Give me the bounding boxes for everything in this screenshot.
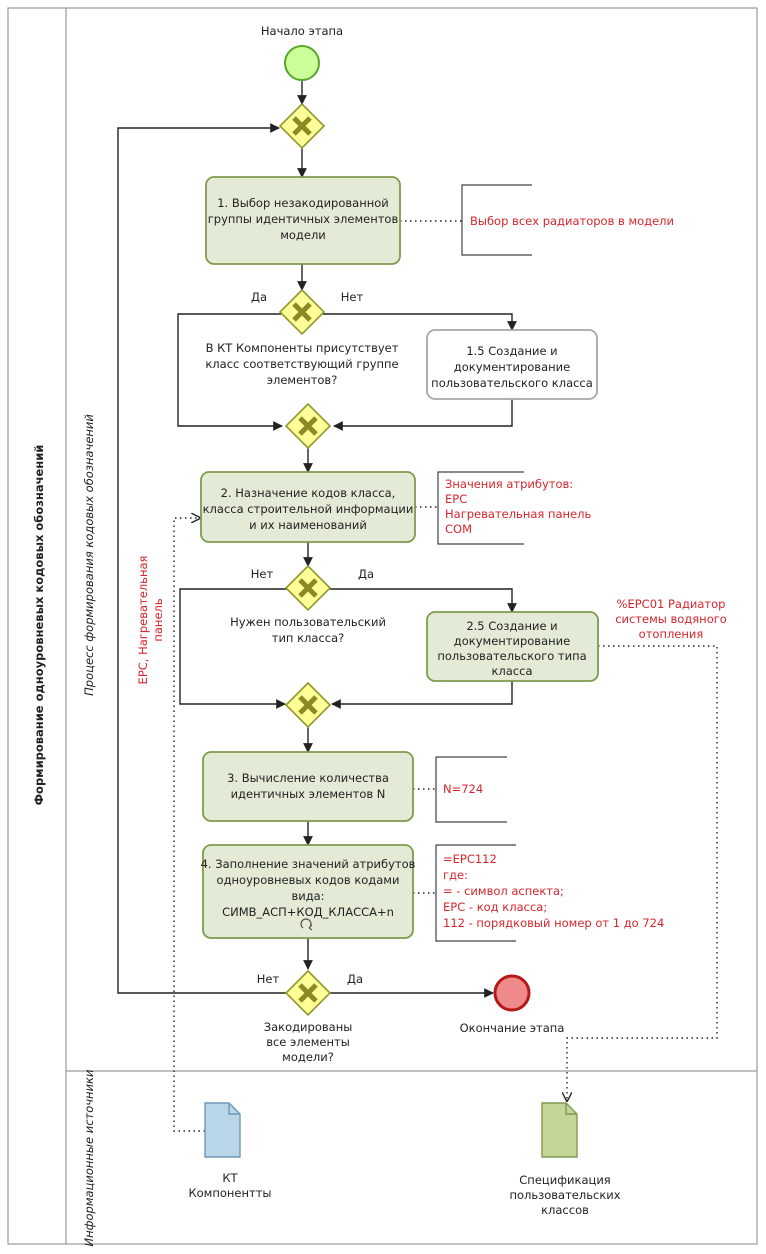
lane-process-label: Процесс формирования кодовых обозначений: [82, 414, 96, 696]
gateway-all-coded[interactable]: [284, 969, 332, 1017]
t25-line-3: класса: [491, 664, 532, 678]
g6q-line-1: все элементы: [266, 1035, 350, 1049]
a4-line-2: = - символ аспекта;: [443, 884, 564, 898]
t4-line-1: одноуровневых кодов кодами: [217, 873, 400, 887]
t2-line-2: и их наименований: [249, 518, 367, 532]
spec-line-0: Спецификация: [519, 1173, 610, 1187]
task-create-user-class[interactable]: 1.5 Создание и документирование пользовате…: [426, 329, 598, 400]
annotation-n-value: N=724: [443, 782, 483, 796]
annotation-bracket-2: [437, 471, 524, 545]
task-select-group[interactable]: 1. Выбор незакодированной группы идентичн…: [205, 176, 401, 265]
gateway-all-coded-yes: Да: [347, 972, 363, 986]
a2-line-2: Нагревательная панель: [445, 507, 591, 521]
sequence-flows: [117, 80, 517, 998]
pool-title: Формирование одноуровневых кодовых обозн…: [32, 445, 46, 806]
typeLbl-line-0: %EPC01 Радиатор: [617, 597, 726, 611]
t15-line-2: пользовательского класса: [431, 376, 593, 390]
gateway-need-type-question: Нужен пользовательский тип класса?: [230, 615, 386, 645]
a4-line-3: EPC - код класса;: [443, 900, 547, 914]
start-event[interactable]: [284, 45, 320, 81]
t4-line-0: 4. Заполнение значений атрибутов: [201, 857, 416, 871]
a2-line-1: EPC: [445, 492, 467, 506]
gateway-class-exists-no: Нет: [341, 290, 364, 304]
a2-line-0: Значения атрибутов:: [445, 477, 573, 491]
task-count-elements[interactable]: 3. Вычисление количества идентичных элеме…: [202, 751, 414, 822]
gateway-all-coded-no: Нет: [257, 972, 280, 986]
a1-line-0: Выбор всех радиаторов в модели: [470, 214, 674, 228]
sideLbl-line-0: EPC, Нагревательная: [136, 556, 150, 685]
start-event-label: Начало этапа: [261, 24, 343, 38]
kt-line-1: Компонентты: [188, 1186, 271, 1200]
spec-line-2: классов: [541, 1203, 589, 1217]
gateway-class-exists-question: В КТ Компоненты присутствует класс соотве…: [205, 341, 398, 387]
gateway-class-exists-yes: Да: [251, 290, 267, 304]
g6q-line-0: Закодированы: [264, 1020, 353, 1034]
g6q-line-2: модели?: [282, 1050, 334, 1064]
task-create-user-type[interactable]: 2.5 Создание идокументированиепользовате…: [426, 611, 599, 682]
a2-line-3: COM: [445, 522, 472, 536]
task-fill-attributes[interactable]: 4. Заполнение значений атрибутов одноуров…: [201, 844, 416, 939]
t1-line-0: 1. Выбор незакодированной: [217, 196, 389, 210]
typeLbl-line-1: системы водяного: [615, 612, 727, 626]
t15-line-1: документирование: [454, 360, 570, 374]
t2-line-1: класса строительной информации: [203, 502, 414, 516]
t3-line-0: 3. Вычисление количества: [227, 771, 389, 785]
associations: [173, 220, 718, 1132]
t1-line-1: группы идентичных элементов: [208, 212, 399, 226]
g2q-line-0: В КТ Компоненты присутствует: [206, 341, 399, 355]
annotation-select-radiators: Выбор всех радиаторов в модели: [470, 214, 674, 228]
end-event-label: Окончание этапа: [460, 1021, 565, 1035]
t25-line-0: 2.5 Создание и: [466, 619, 557, 633]
task-assign-codes[interactable]: 2. Назначение кодов класса, класса строит…: [200, 471, 416, 543]
t25-line-1: документирование: [454, 634, 570, 648]
t25-line-2: пользовательского типа: [437, 649, 586, 663]
g2q-line-1: класс соответствующий группе: [205, 357, 398, 371]
t3-line-1: идентичных элементов N: [231, 787, 386, 801]
a4-line-4: 112 - порядковый номер от 1 до 724: [443, 916, 664, 930]
gateway-merge-1[interactable]: [278, 102, 326, 150]
gateway-need-type[interactable]: [284, 564, 332, 612]
t2-line-0: 2. Назначение кодов класса,: [221, 486, 396, 500]
gateway-need-type-no: Нет: [251, 567, 274, 581]
gateway-need-type-yes: Да: [358, 567, 374, 581]
annotation-code-example: =EPC112 где: = - символ аспекта; EPC - код …: [443, 852, 664, 930]
t15-line-0: 1.5 Создание и: [466, 344, 557, 358]
kt-line-0: КТ: [222, 1171, 238, 1185]
g4q-line-1: тип класса?: [272, 631, 345, 645]
pool-frame: [7, 7, 758, 1245]
t4-line-2: вида:: [291, 889, 324, 903]
g2q-line-2: элементов?: [267, 373, 338, 387]
gateway-class-exists[interactable]: [278, 288, 326, 336]
end-event[interactable]: [493, 974, 531, 1012]
lane-sources-label: Информационные источники: [82, 1069, 96, 1246]
a3-line-0: N=724: [443, 782, 483, 796]
a4-line-0: =EPC112: [443, 852, 497, 866]
gateway-merge-3[interactable]: [284, 681, 332, 729]
t4-line-3: СИМВ_АСП+КОД_КЛАССА+n: [222, 905, 394, 919]
t1-line-2: модели: [280, 228, 326, 242]
annotation-bracket-3: [435, 756, 507, 823]
annotation-bracket-4: [435, 844, 516, 942]
annotation-bracket-1: [461, 184, 532, 256]
sideLbl-line-1: панель: [151, 598, 165, 642]
spec-line-1: пользовательских: [509, 1188, 620, 1202]
typeLbl-line-2: отопления: [639, 627, 704, 641]
gateway-merge-2[interactable]: [284, 402, 332, 450]
g4q-line-0: Нужен пользовательский: [230, 615, 386, 629]
a4-line-1: где:: [443, 868, 468, 882]
